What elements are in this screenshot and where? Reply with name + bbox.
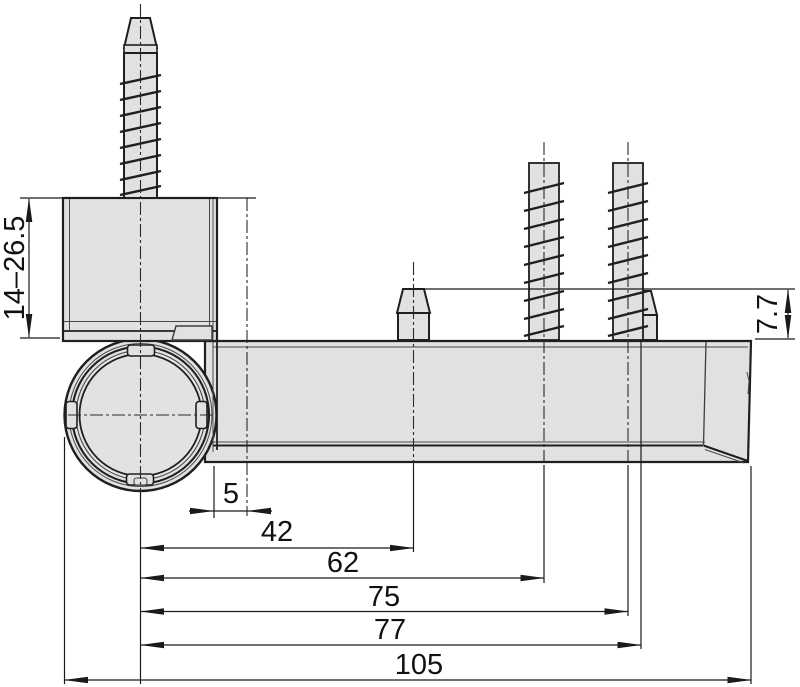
screw-threads: [119, 73, 162, 197]
dim-label-62: 62: [327, 547, 359, 579]
dimension-labels: 14–26.5 7.7 5 42 62 75 77 105: [0, 216, 784, 681]
block-latch-detail: [171, 325, 213, 341]
dimension-lines: [25, 198, 792, 684]
dim-label-105: 105: [395, 649, 443, 681]
centerlines: [68, 4, 629, 516]
end-cap-bevel-edge: [703, 444, 749, 462]
dim-label-42: 42: [261, 516, 293, 548]
dim-label-5: 5: [223, 478, 239, 510]
extension-lines: [20, 197, 795, 684]
dim-label-75: 75: [368, 581, 400, 613]
end-cap-notch: [746, 371, 750, 395]
dim-label-pin-height: 7.7: [752, 294, 784, 334]
hinge-arm: [203, 339, 753, 464]
dim-label-adjust-height: 14–26.5: [0, 216, 31, 321]
dim-label-77: 77: [374, 614, 406, 646]
end-cap-fold-line: [702, 341, 707, 446]
